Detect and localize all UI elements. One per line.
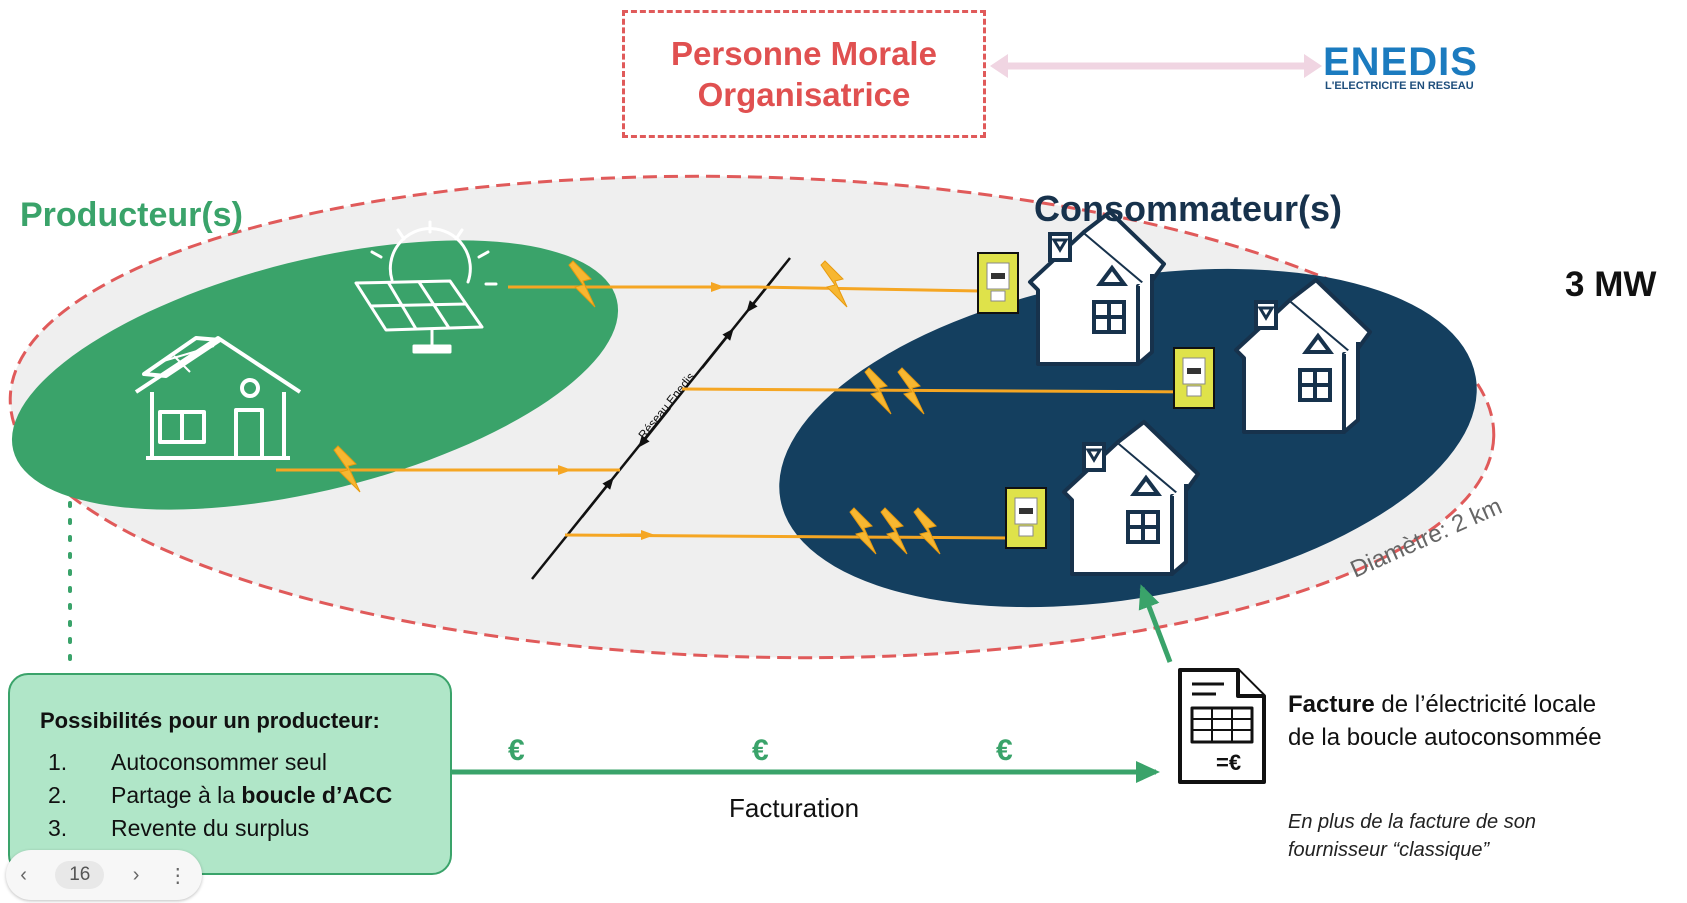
invoice-description: Facture de l’électricité locale de la bo… (1288, 688, 1628, 754)
possibility-item-2: 2. Partage à la boucle d’ACC (48, 782, 392, 809)
more-vertical-icon[interactable]: ⋮ (167, 864, 188, 887)
organizer-box: Personne Morale Organisatrice (622, 10, 986, 138)
possibility-text: Revente du surplus (111, 815, 310, 841)
consumers-label: Consommateur(s) (1034, 188, 1343, 229)
possibilities-box (8, 673, 452, 875)
producers-label: Producteur(s) (20, 196, 243, 234)
capacity-label: 3 MW (1565, 265, 1657, 304)
enedis-logo: ENEDIS (1323, 40, 1478, 84)
possibility-number: 2. (48, 782, 68, 808)
enedis-link-arrow (990, 54, 1322, 78)
invoice-icon-label: =€ (1216, 750, 1241, 775)
enedis-tagline: L'ELECTRICITE EN RESEAU (1325, 80, 1474, 92)
possibilities-title: Possibilités pour un producteur: (40, 708, 380, 733)
organizer-line2: Organisatrice (697, 76, 911, 113)
possibility-number: 3. (48, 815, 68, 841)
meter-icon-1 (977, 252, 1019, 314)
meter-icon-2 (1173, 347, 1215, 409)
invoice-text: de l’électricité locale de la boucle aut… (1288, 691, 1602, 751)
enedis-grid-line (531, 257, 791, 580)
possibility-text: Partage à la (111, 782, 242, 808)
invoice-icon (1178, 668, 1266, 784)
slide-navigation: ‹ 16 › ⋮ (6, 850, 202, 900)
page-number[interactable]: 16 (55, 861, 105, 889)
organizer-line1: Personne Morale (671, 35, 937, 72)
billing-label: Facturation (729, 793, 860, 823)
chevron-left-icon[interactable]: ‹ (20, 863, 27, 886)
chevron-right-icon[interactable]: › (132, 863, 140, 886)
energy-flow-lines (276, 282, 1199, 540)
producer-house-icon (134, 336, 302, 460)
possibility-item-3: 3. Revente du surplus (48, 815, 309, 842)
euro-sign-3: € (996, 734, 1013, 767)
possibility-number: 1. (48, 749, 68, 775)
possibility-bold: boucle d’ACC (241, 782, 393, 808)
solar-panel-icon (354, 279, 484, 354)
possibility-text: Autoconsommer seul (111, 749, 328, 775)
invoice-note: En plus de la facture de son fournisseur… (1288, 811, 1536, 861)
invoice-bold: Facture (1288, 691, 1375, 718)
meter-icon-3 (1005, 487, 1047, 549)
euro-sign-2: € (752, 734, 769, 767)
euro-sign-1: € (508, 734, 525, 767)
possibility-item-1: 1. Autoconsommer seul (48, 749, 327, 776)
invoice-to-consumer-arrow (1138, 584, 1173, 663)
